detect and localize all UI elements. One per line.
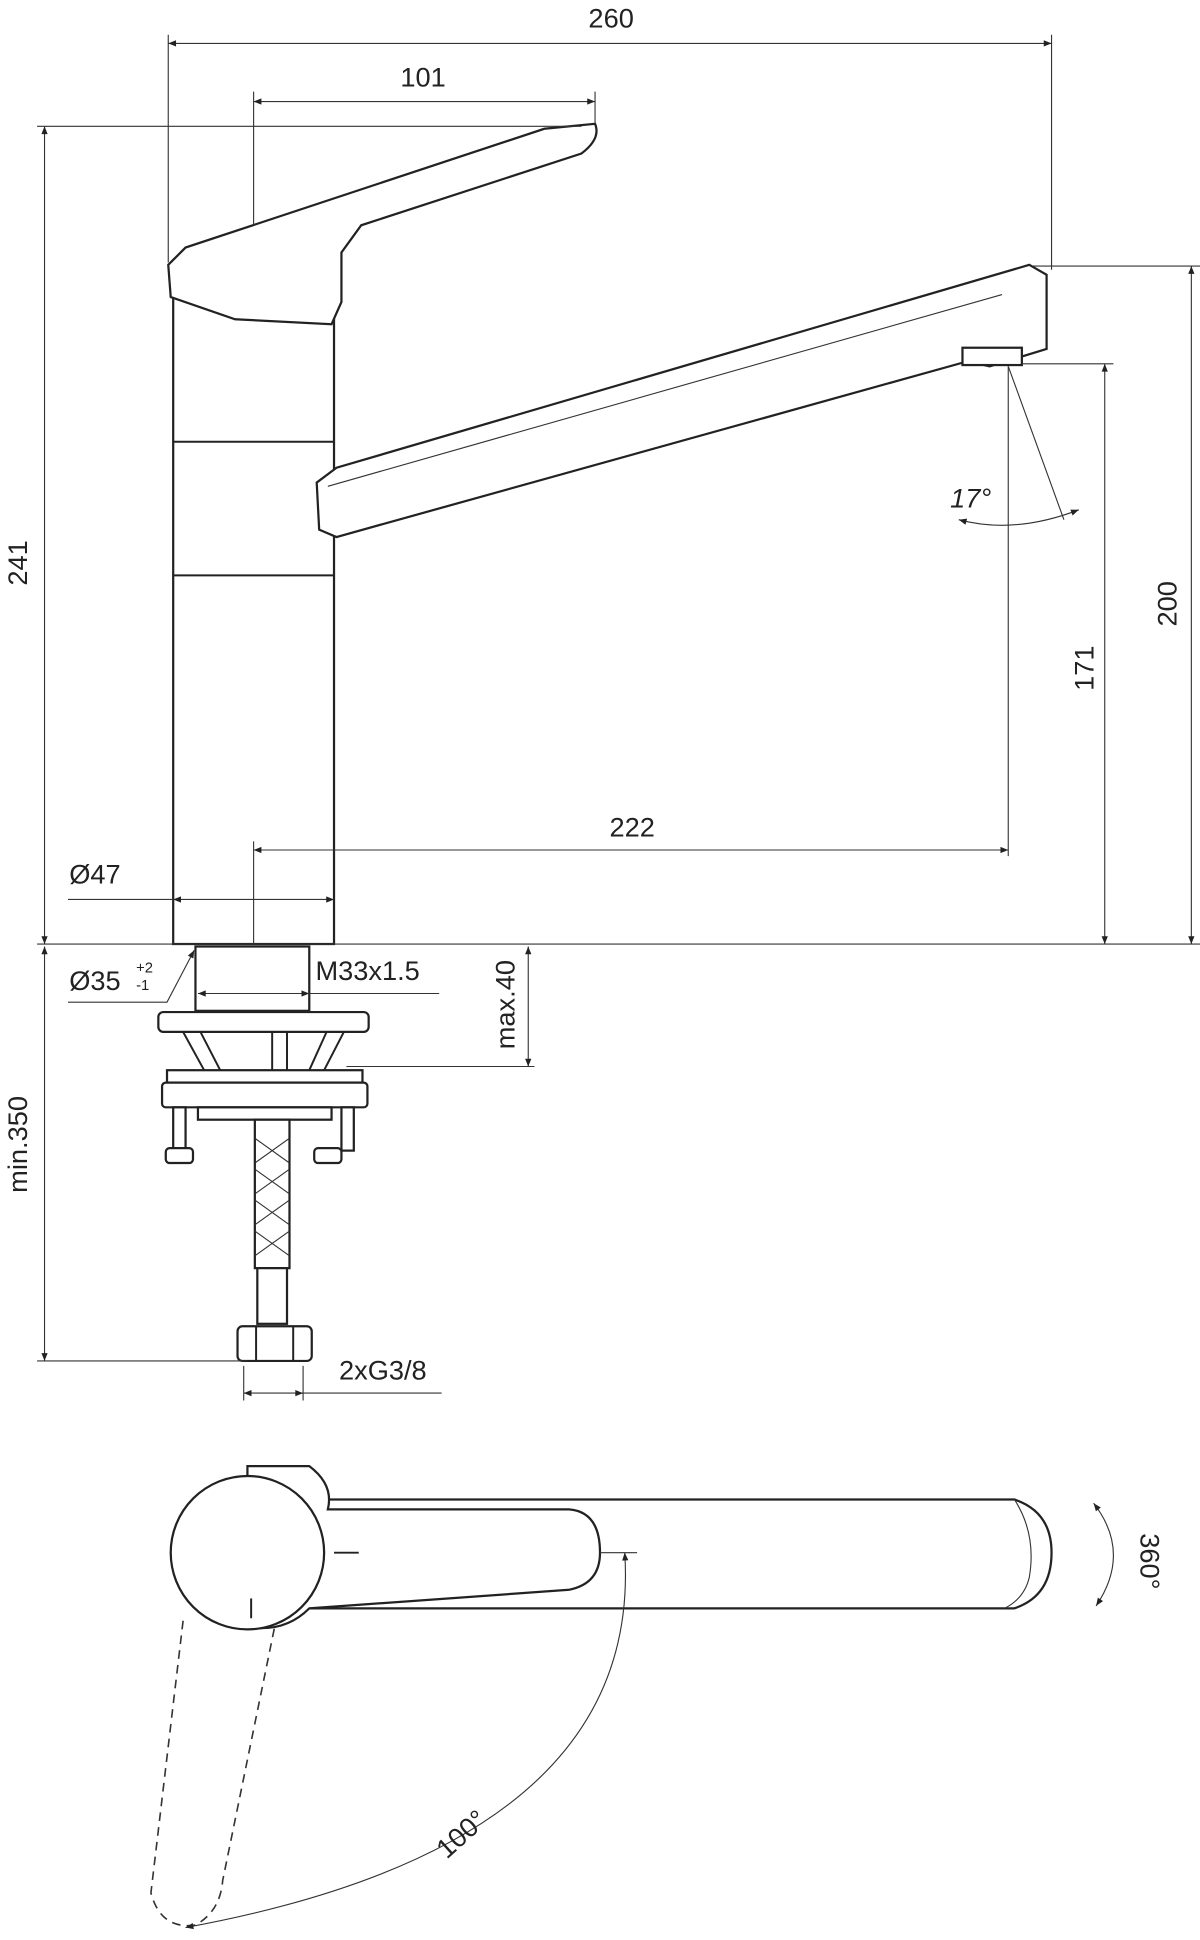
dim-spout-height: 200: [1151, 581, 1182, 626]
dim-body-diameter: Ø47: [69, 858, 120, 889]
dimension-lines: [37, 34, 1200, 1401]
dim-handle-rotation: 100°: [430, 1804, 493, 1865]
dim-hole-tol-plus: +2: [136, 960, 153, 976]
dim-overall-height: 241: [2, 540, 33, 585]
faucet-spout: [315, 263, 1048, 539]
dim-outlet-angle: 17°: [950, 482, 991, 513]
dim-handle-length: 101: [400, 62, 445, 93]
body-top-circle: [169, 1474, 326, 1631]
dim-overall-length: 260: [588, 2, 633, 33]
dim-hole-diameter: Ø35: [69, 965, 120, 996]
faucet-side-view: [167, 122, 1048, 946]
hose-nut: [236, 1325, 313, 1363]
aerator: [961, 346, 1023, 367]
dim-min-hose-length: min.350: [2, 1096, 33, 1193]
dim-max-counter-thickness: max.40: [490, 960, 521, 1049]
faucet-lever-handle: [167, 122, 598, 326]
dim-spout-rotation: 360°: [1135, 1533, 1166, 1589]
faucet-body: [172, 290, 336, 946]
dim-outlet-height: 171: [1069, 645, 1100, 690]
dim-spout-reach: 222: [609, 811, 654, 842]
dim-hole-tol-minus: -1: [136, 978, 149, 994]
mounting-assembly: [157, 945, 370, 1363]
dim-connections: 2xG3/8: [339, 1354, 427, 1385]
dim-thread: M33x1.5: [315, 955, 419, 986]
faucet-top-view: [150, 1464, 1114, 1930]
